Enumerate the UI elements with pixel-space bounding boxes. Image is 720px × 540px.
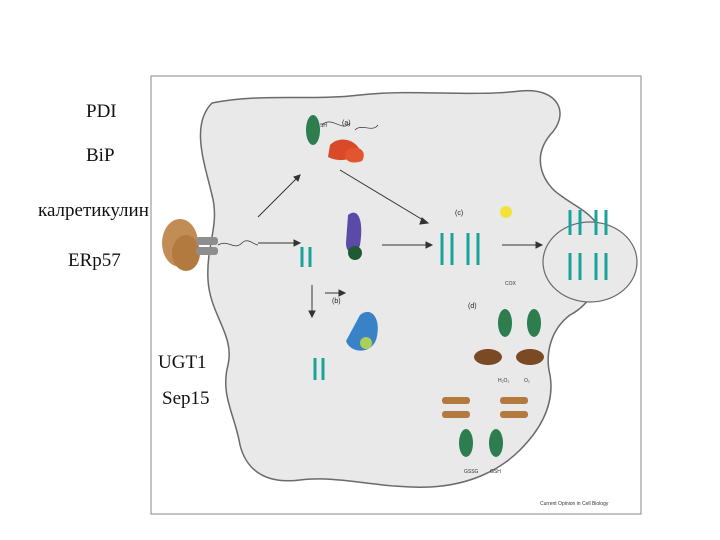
er-folding-diagram: (a) SH (b) (c) (d) COX H₂O₂ O₂ GSSG (150, 75, 642, 515)
panel-d: (d) COX H₂O₂ O₂ GSSG GSH (442, 281, 544, 475)
folded-proteins-oval (542, 221, 638, 303)
panel-a: (a) SH (306, 115, 379, 163)
panel-b-label: (b) (332, 298, 341, 305)
panel-d-label: (d) (468, 303, 477, 310)
gssg-label: GSSG (464, 469, 479, 475)
sh-label: SH (320, 123, 327, 129)
panel-c-label: (c) (455, 210, 463, 217)
er-lumen-shape (199, 89, 607, 488)
cox-label: COX (505, 281, 517, 287)
label-erp57: ERp57 (68, 250, 121, 271)
h2o2-label: H₂O₂ (498, 378, 509, 384)
label-ugt1: UGT1 (158, 352, 207, 373)
label-bip: BiP (86, 145, 115, 166)
panel-c: (c) (440, 206, 608, 280)
label-pdi: PDI (86, 101, 117, 122)
panel-b: (b) (300, 212, 378, 380)
flow-arrows (257, 169, 544, 319)
label-sep15: Sep15 (162, 388, 210, 409)
o2-label: O₂ (524, 378, 530, 384)
figure-credit: Current Opinion in Cell Biology (540, 501, 609, 507)
panel-a-label: (a) (342, 120, 351, 127)
nascent-chain (217, 240, 259, 247)
gsh-label: GSH (490, 469, 501, 475)
translocon-icon (162, 219, 218, 271)
label-calreticulin: калретикулин (38, 200, 149, 221)
